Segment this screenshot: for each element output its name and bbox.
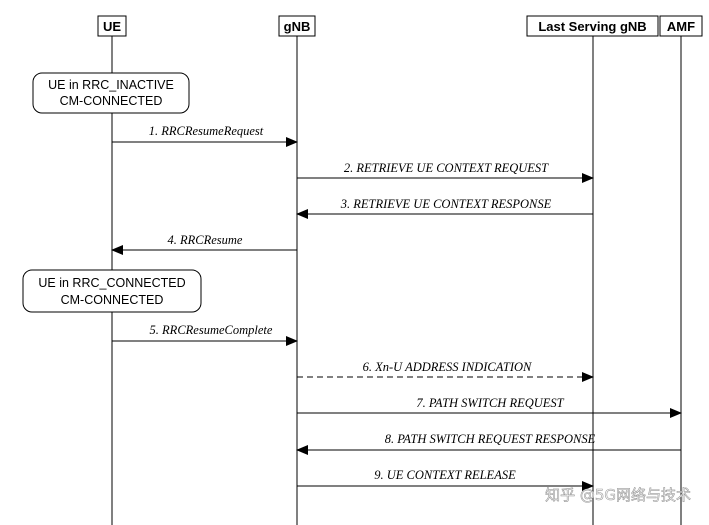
message-3: 3. RETRIEVE UE CONTEXT RESPONSE [296, 197, 593, 219]
message-label: 7. PATH SWITCH REQUEST [416, 396, 564, 410]
state-line: UE in RRC_INACTIVE [48, 78, 174, 92]
watermark-text: 知乎 @5G网络与技术 [545, 486, 691, 504]
state-line: CM-CONNECTED [61, 293, 164, 307]
message-9: 9. UE CONTEXT RELEASE [297, 468, 594, 491]
message-label: 6. Xn-U ADDRESS INDICATION [363, 360, 532, 374]
node-ue: UE [97, 15, 127, 37]
node-last-serving-gnb-label: Last Serving gNB [538, 19, 646, 34]
message-1: 1. RRCResumeRequest [112, 124, 298, 147]
message-4: 4. RRCResume [111, 233, 297, 255]
state-line: UE in RRC_CONNECTED [38, 276, 185, 290]
node-amf-label: AMF [667, 19, 695, 34]
node-amf: AMF [659, 15, 703, 37]
node-ue-label: UE [103, 19, 121, 34]
message-label: 5. RRCResumeComplete [150, 323, 273, 337]
state-box-rrc-connected: UE in RRC_CONNECTED CM-CONNECTED [22, 269, 202, 313]
message-label: 4. RRCResume [168, 233, 243, 247]
message-6: 6. Xn-U ADDRESS INDICATION [297, 360, 594, 382]
node-gnb: gNB [278, 15, 316, 37]
message-label: 8. PATH SWITCH REQUEST RESPONSE [385, 432, 596, 446]
message-label: 2. RETRIEVE UE CONTEXT REQUEST [344, 161, 549, 175]
state-line: CM-CONNECTED [60, 94, 163, 108]
message-7: 7. PATH SWITCH REQUEST [297, 396, 682, 418]
message-8: 8. PATH SWITCH REQUEST RESPONSE [296, 432, 681, 455]
message-2: 2. RETRIEVE UE CONTEXT REQUEST [297, 161, 594, 183]
node-gnb-label: gNB [284, 19, 311, 34]
message-label: 1. RRCResumeRequest [149, 124, 264, 138]
message-label: 3. RETRIEVE UE CONTEXT RESPONSE [340, 197, 552, 211]
message-label: 9. UE CONTEXT RELEASE [374, 468, 516, 482]
message-5: 5. RRCResumeComplete [112, 323, 298, 346]
state-box-rrc-inactive: UE in RRC_INACTIVE CM-CONNECTED [32, 72, 190, 114]
node-last-serving-gnb: Last Serving gNB [526, 15, 659, 37]
